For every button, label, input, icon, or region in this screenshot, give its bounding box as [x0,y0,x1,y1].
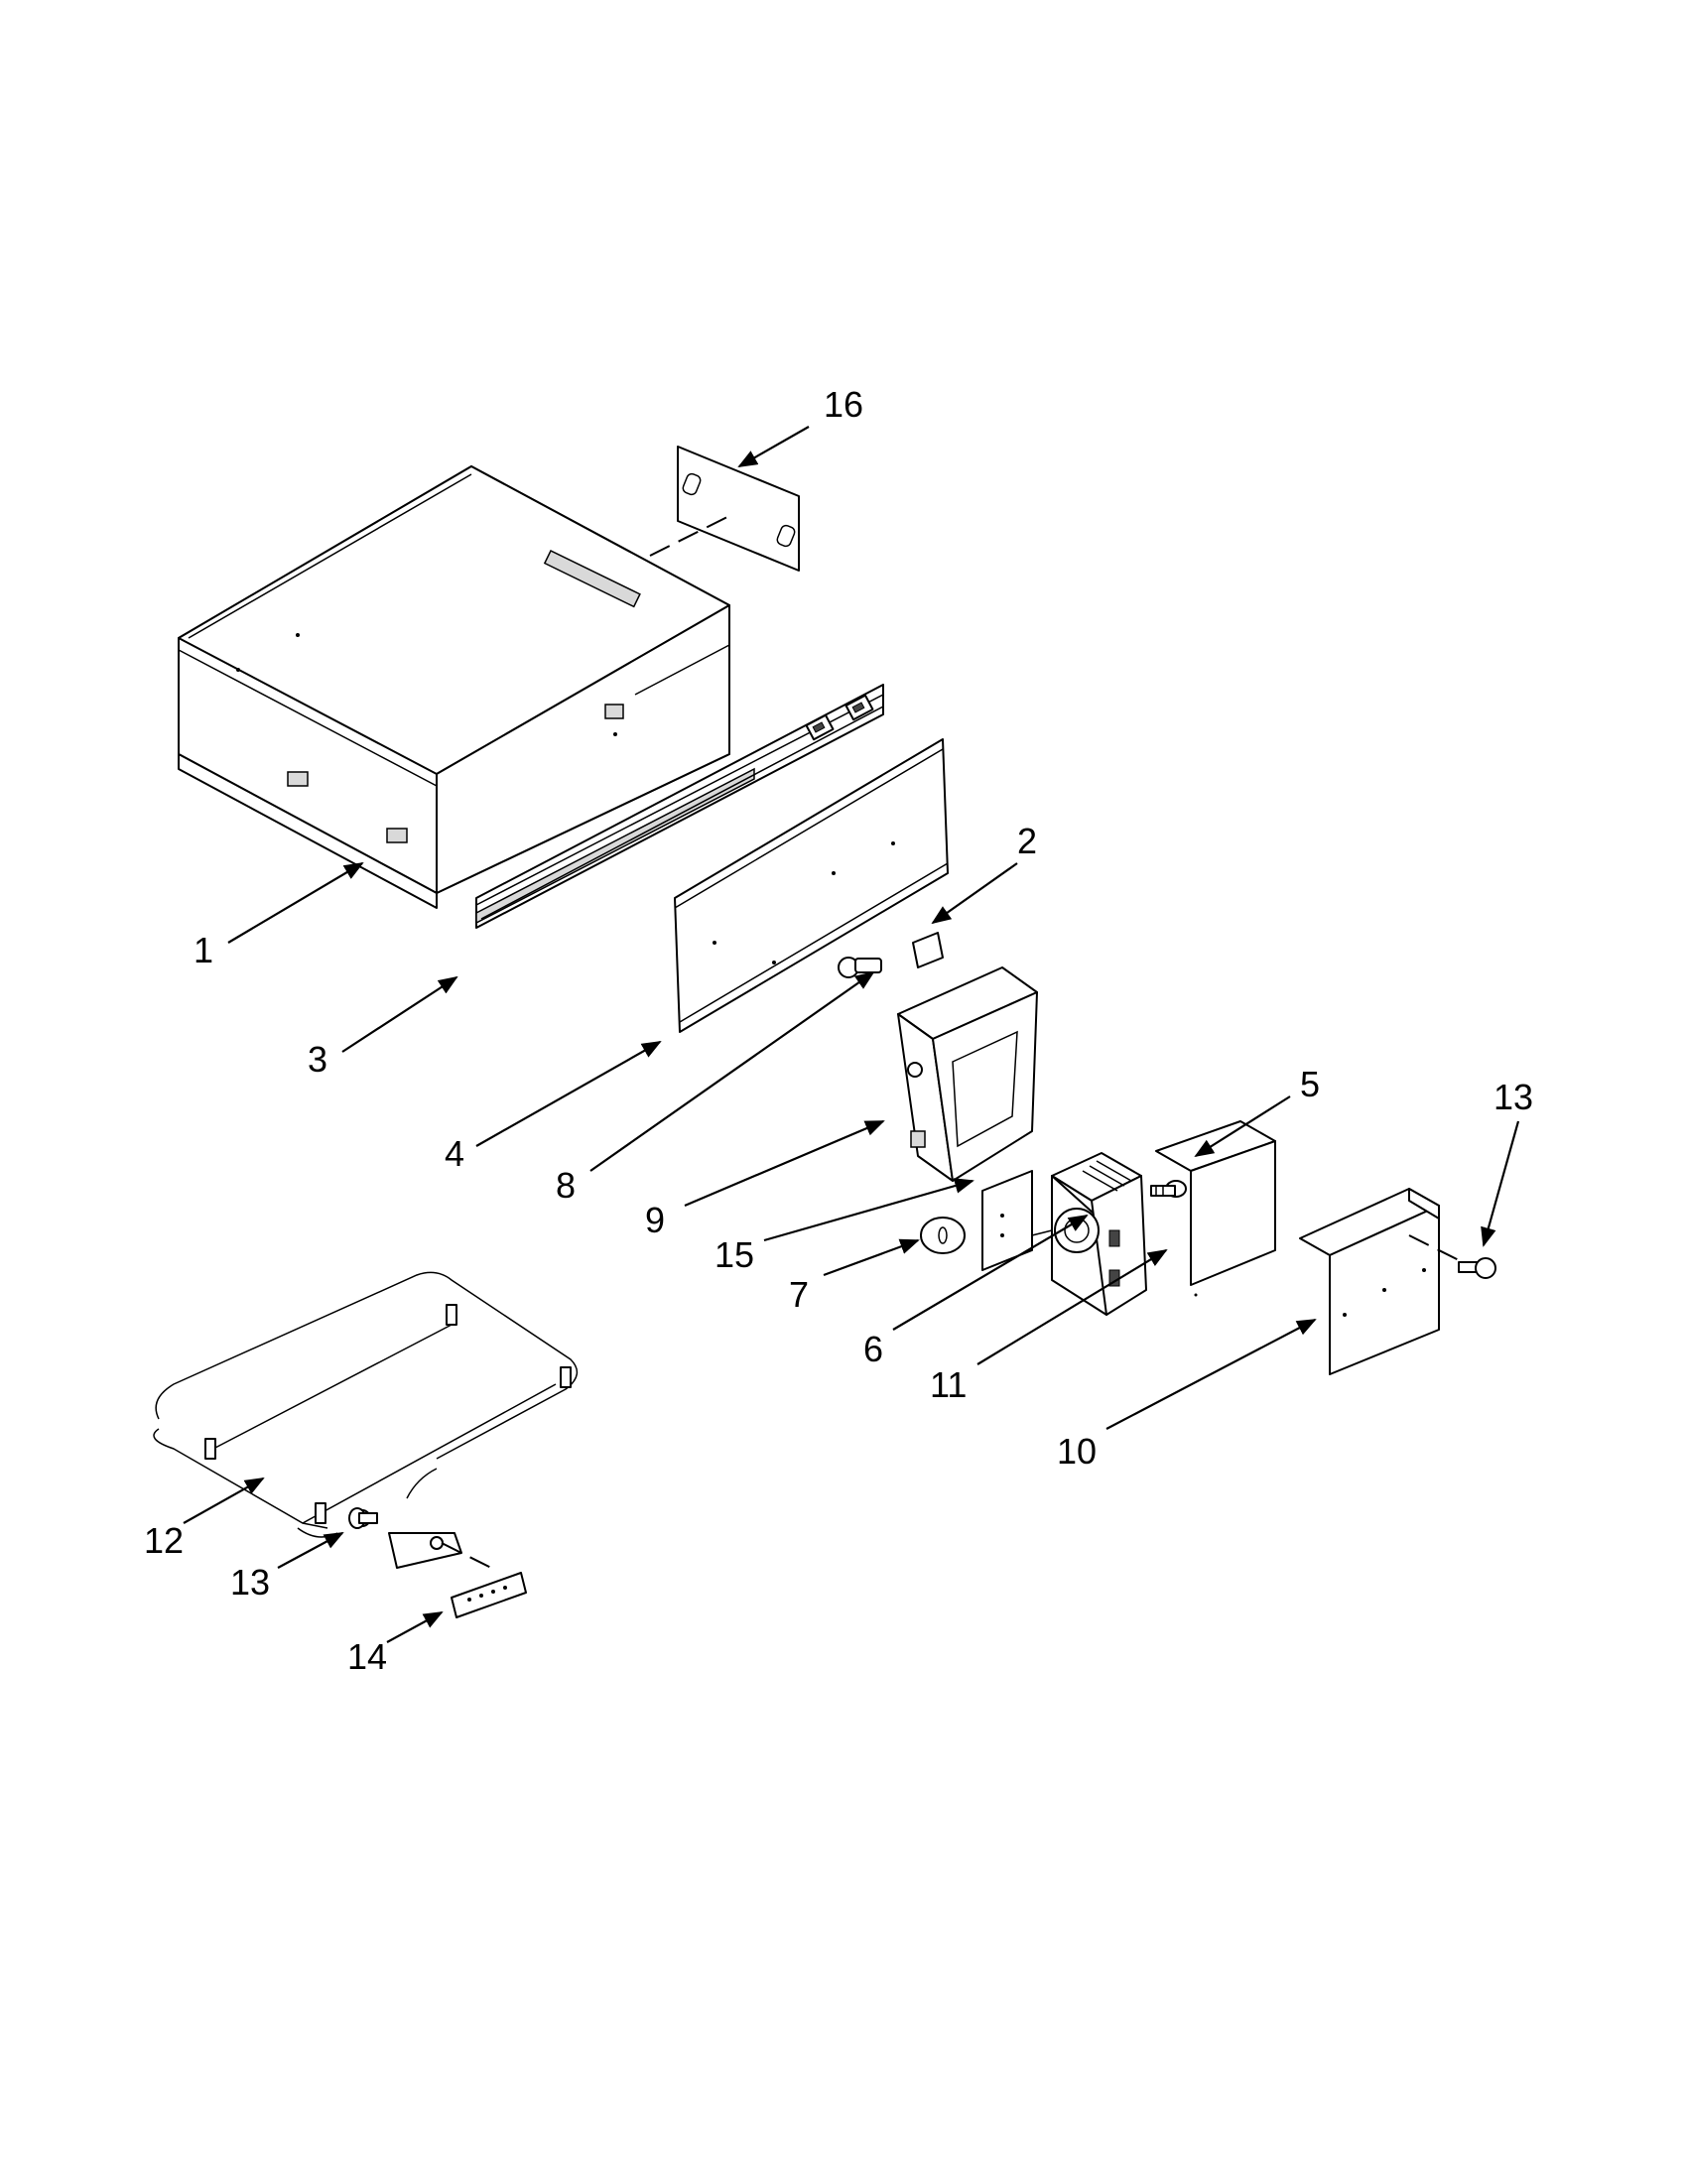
callout-1: 1 [194,930,213,970]
part-3-slide-rail [475,684,884,929]
leader-6 [892,1214,1089,1331]
leader-13-left [277,1532,344,1569]
leader-8 [589,970,875,1172]
callout-9: 9 [645,1200,665,1240]
leader-2 [931,862,1018,925]
part-11-cover-panel [1155,1120,1276,1297]
callout-13-right: 13 [1493,1077,1533,1117]
part-7-disc [920,1217,966,1254]
callout-2: 2 [1017,821,1037,861]
leader-9 [684,1119,885,1208]
leader-10 [1105,1319,1317,1430]
part-9-junction-box [897,966,1038,1182]
callout-7: 7 [789,1274,809,1315]
callout-16: 16 [824,384,863,425]
part-13-screw-right [1458,1257,1496,1279]
part-5-screw [1150,1180,1187,1198]
leader-5 [1194,1095,1291,1158]
callout-12: 12 [144,1520,184,1561]
part-16-bracket-plate [649,446,800,572]
leader-12 [183,1477,265,1524]
part-2-switch [838,932,944,978]
leader-7 [823,1238,920,1277]
leader-1 [227,861,364,944]
part-13-screw-left [348,1507,378,1529]
callout-11: 11 [930,1364,967,1405]
callout-14: 14 [347,1636,387,1677]
leader-lines [183,426,1520,1643]
callout-15: 15 [714,1234,754,1275]
part-6-fan-motor [1031,1152,1147,1316]
fan-grille-lines [1082,1160,1132,1192]
callout-10: 10 [1057,1431,1097,1472]
callout-labels: 16 1 3 4 2 8 9 5 13 15 7 6 11 10 12 13 1… [144,384,1533,1677]
callout-13-left: 13 [230,1562,270,1603]
leader-16 [737,426,810,467]
part-12-bake-element [153,1271,579,1569]
callout-5: 5 [1300,1064,1320,1104]
part-1-cabinet-wrapper [178,465,730,909]
callout-3: 3 [308,1039,327,1080]
part-15-plate [981,1170,1033,1271]
callout-4: 4 [445,1133,464,1174]
part-14-terminal-strip [441,1542,527,1618]
leader-11 [976,1248,1168,1365]
leader-3 [341,975,458,1053]
callout-6: 6 [863,1329,883,1369]
leader-14 [386,1611,444,1643]
leader-15 [763,1178,974,1242]
part-4-front-panel [674,738,949,1033]
leader-13-right [1481,1120,1520,1247]
part-10-outer-cover [1299,1188,1470,1375]
leader-4 [475,1041,662,1147]
callout-8: 8 [556,1165,576,1206]
